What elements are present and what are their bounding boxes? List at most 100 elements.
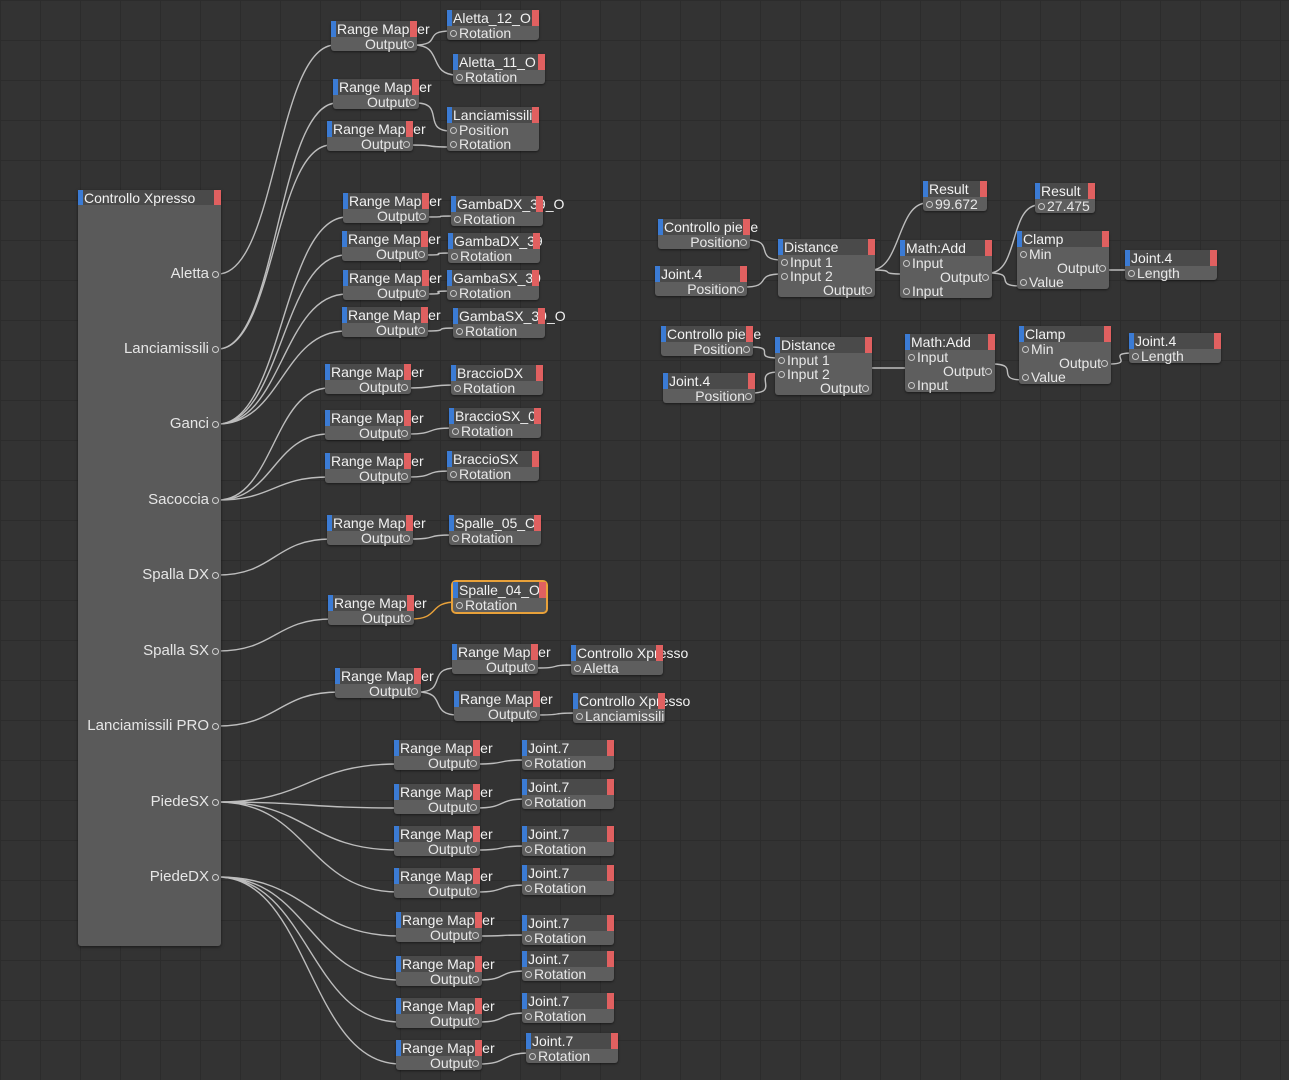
input-port[interactable]: Rotation: [522, 881, 614, 895]
input-port[interactable]: Value: [1019, 370, 1111, 384]
port-dot-icon[interactable]: [472, 976, 479, 983]
connection-wire[interactable]: [407, 470, 452, 478]
output-port[interactable]: Output: [394, 756, 480, 770]
output-port[interactable]: Output: [1017, 261, 1109, 275]
port-dot-icon[interactable]: [908, 382, 915, 389]
port-dot-icon[interactable]: [452, 428, 459, 435]
connection-wire[interactable]: [478, 970, 527, 981]
port-dot-icon[interactable]: [525, 799, 532, 806]
port-dot-icon[interactable]: [407, 41, 414, 48]
controller-port[interactable]: Lanciamissili PRO: [86, 717, 221, 734]
port-dot-icon[interactable]: [456, 602, 463, 609]
port-dot-icon[interactable]: [212, 723, 219, 730]
input-port[interactable]: Rotation: [447, 137, 539, 151]
input-port[interactable]: Position: [447, 123, 539, 137]
output-port[interactable]: Position: [661, 342, 753, 356]
port-dot-icon[interactable]: [401, 384, 408, 391]
port-dot-icon[interactable]: [525, 935, 532, 942]
connection-wire[interactable]: [217, 102, 338, 350]
connection-wire[interactable]: [217, 254, 347, 425]
port-dot-icon[interactable]: [401, 430, 408, 437]
input-port[interactable]: 99.672: [923, 197, 987, 211]
port-dot-icon[interactable]: [778, 357, 785, 364]
port-dot-icon[interactable]: [1099, 265, 1106, 272]
port-dot-icon[interactable]: [985, 368, 992, 375]
input-port[interactable]: Aletta: [571, 661, 663, 675]
output-port[interactable]: Output: [333, 95, 419, 109]
input-port[interactable]: Rotation: [451, 212, 543, 226]
port-dot-icon[interactable]: [525, 885, 532, 892]
port-dot-icon[interactable]: [418, 251, 425, 258]
input-port[interactable]: Rotation: [522, 842, 614, 856]
input-port[interactable]: Rotation: [447, 286, 539, 300]
port-dot-icon[interactable]: [472, 1060, 479, 1067]
connection-wire[interactable]: [217, 618, 333, 652]
input-port[interactable]: Input 1: [775, 353, 872, 367]
port-dot-icon[interactable]: [1022, 374, 1029, 381]
connection-wire[interactable]: [217, 801, 399, 893]
input-port[interactable]: Input: [900, 256, 992, 270]
input-port[interactable]: Input: [905, 378, 995, 392]
port-dot-icon[interactable]: [403, 141, 410, 148]
port-dot-icon[interactable]: [1020, 279, 1027, 286]
port-dot-icon[interactable]: [908, 354, 915, 361]
output-port[interactable]: Output: [343, 286, 429, 300]
port-dot-icon[interactable]: [1020, 251, 1027, 258]
input-port[interactable]: Rotation: [453, 324, 545, 338]
output-port[interactable]: Output: [905, 364, 995, 378]
port-dot-icon[interactable]: [450, 471, 457, 478]
port-dot-icon[interactable]: [525, 760, 532, 767]
input-port[interactable]: Rotation: [447, 26, 539, 40]
port-dot-icon[interactable]: [529, 1053, 536, 1060]
connection-wire[interactable]: [407, 427, 454, 435]
input-port[interactable]: Rotation: [448, 249, 540, 263]
port-dot-icon[interactable]: [982, 274, 989, 281]
output-port[interactable]: Output: [325, 426, 411, 440]
connection-wire[interactable]: [743, 273, 783, 288]
port-dot-icon[interactable]: [451, 253, 458, 260]
port-dot-icon[interactable]: [212, 799, 219, 806]
port-dot-icon[interactable]: [865, 287, 872, 294]
port-dot-icon[interactable]: [525, 846, 532, 853]
port-dot-icon[interactable]: [409, 99, 416, 106]
port-dot-icon[interactable]: [212, 648, 219, 655]
port-dot-icon[interactable]: [411, 688, 418, 695]
input-port[interactable]: Rotation: [451, 381, 543, 395]
port-dot-icon[interactable]: [926, 201, 933, 208]
output-port[interactable]: Output: [452, 660, 538, 674]
input-port[interactable]: Min: [1019, 342, 1111, 356]
controller-port[interactable]: PiedeSX: [86, 793, 221, 810]
input-port[interactable]: Rotation: [522, 1009, 614, 1023]
input-port[interactable]: Rotation: [447, 467, 539, 481]
port-dot-icon[interactable]: [419, 290, 426, 297]
input-port[interactable]: Input 1: [778, 255, 875, 269]
input-port[interactable]: Rotation: [522, 967, 614, 981]
output-port[interactable]: Position: [655, 282, 747, 296]
port-dot-icon[interactable]: [212, 271, 219, 278]
port-dot-icon[interactable]: [574, 665, 581, 672]
port-dot-icon[interactable]: [450, 30, 457, 37]
